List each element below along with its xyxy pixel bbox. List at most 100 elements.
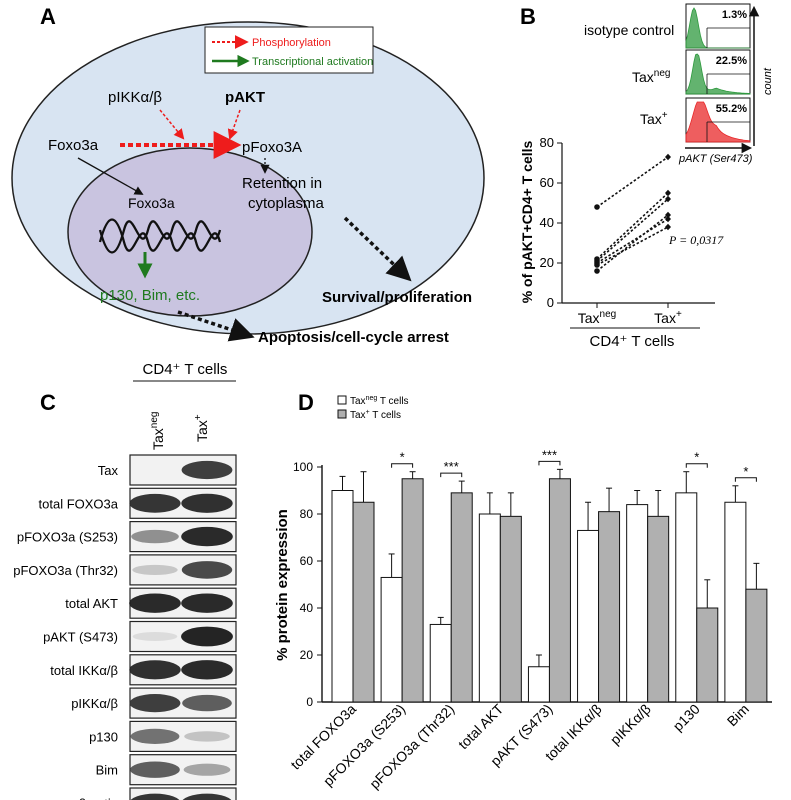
bar-taxneg	[527, 666, 550, 703]
blot-band	[130, 761, 180, 778]
legend-neg-swatch	[337, 395, 347, 405]
hist-pct-1: 22.5%	[716, 55, 747, 67]
bar-y-tick-label: 100	[293, 460, 313, 474]
pikk-arrow	[159, 109, 185, 140]
blot-band	[184, 731, 230, 742]
bar-category-label: pFOXO3a (S253)	[320, 701, 408, 789]
significance-label: *	[694, 450, 699, 465]
blot-band	[182, 694, 232, 712]
bar-y-tick-label: 80	[300, 507, 314, 521]
bar-taxneg	[429, 623, 452, 703]
significance-bracket	[440, 472, 463, 478]
point-taxpos-4	[665, 223, 671, 231]
blot-row-label: pAKT (S473)	[43, 630, 118, 645]
legend-pos-swatch	[337, 409, 347, 419]
panel-d: D Taxneg T cells Tax+ T cells 0204060801…	[274, 390, 772, 792]
blot-row-label: pFOXO3a (Thr32)	[13, 563, 118, 578]
point-taxpos-3	[665, 215, 671, 223]
blot-band	[130, 793, 180, 800]
panel-d-letter: D	[298, 390, 314, 415]
scatter-y-tick-label: 0	[547, 295, 554, 310]
bar-taxpos	[598, 511, 621, 703]
bar-taxpos	[647, 515, 670, 703]
significance-bracket	[734, 477, 757, 482]
hist-label-taxneg: Taxneg	[632, 68, 670, 85]
hist-pct-2: 55.2%	[716, 103, 747, 115]
significance-bracket	[538, 460, 561, 466]
blot-band	[181, 561, 233, 579]
bar-y-tick-label: 40	[300, 601, 314, 615]
bar-taxpos	[401, 478, 424, 703]
bar-taxneg	[675, 492, 698, 703]
apoptosis-label: Apoptosis/cell-cycle arrest	[258, 329, 449, 346]
hist-curve-1	[685, 53, 751, 95]
blot-row-label: total AKT	[65, 596, 118, 611]
bar-category-label: total AKT	[455, 700, 507, 752]
hist-curve-0	[685, 7, 750, 49]
bar-category-label: Bim	[724, 701, 752, 729]
panel-c-letter: C	[40, 390, 56, 415]
bar-taxpos	[450, 492, 473, 703]
blot-row-label: Bim	[96, 763, 118, 778]
panel-b-letter: B	[520, 4, 536, 29]
bar-taxpos	[745, 588, 768, 703]
hist-curve-2	[685, 101, 751, 143]
survival-arrow	[343, 216, 412, 282]
apoptosis-arrow	[177, 310, 255, 342]
hist-pct-0: 1.3%	[722, 9, 747, 21]
hist-label-taxpos: Tax+	[640, 110, 668, 127]
nucleus	[67, 147, 313, 317]
bar-category-label: p130	[670, 701, 703, 734]
blot-row-label: Tax	[98, 463, 119, 478]
phospho-legend-label: Phosphorylation	[252, 37, 331, 49]
dna-helix-icon	[98, 218, 222, 254]
bar-taxneg	[626, 504, 649, 703]
blot-row-label: p130	[89, 729, 118, 744]
retention-label-line1: Retention in	[242, 175, 322, 192]
targets-label: p130, Bim, etc.	[100, 287, 200, 304]
scatter-y-tick-label: 80	[540, 135, 554, 150]
point-taxpos-2	[665, 195, 671, 203]
pakt-label: pAKT	[225, 89, 265, 106]
blot-band	[181, 660, 233, 680]
blot-band	[182, 793, 232, 800]
blot-band	[132, 564, 178, 575]
pair-line-1	[596, 192, 669, 260]
bar-taxneg	[577, 529, 600, 703]
blot-band	[181, 626, 233, 647]
mechanism-legend	[204, 26, 374, 74]
scatter-x-label-taxpos: Tax+	[654, 309, 682, 326]
significance-label: ***	[444, 459, 459, 474]
foxo3a-label: Foxo3a	[48, 137, 99, 154]
blot-row-label: total FOXO3a	[39, 496, 119, 511]
panel-a: A Phosphorylation Transcriptional activa…	[11, 4, 485, 346]
bar-taxpos	[352, 501, 375, 703]
blot-band	[132, 632, 178, 641]
blot-band	[129, 593, 181, 613]
blot-row-label: pIKKα/β	[71, 696, 118, 711]
legend-neg-label: Taxneg T cells	[350, 395, 409, 407]
bar-taxneg	[380, 576, 403, 703]
hist-label-iso: isotype control	[584, 22, 674, 38]
hist-y-label: count	[762, 67, 774, 95]
point-taxneg-5	[594, 268, 600, 274]
bar-taxpos	[696, 607, 719, 703]
blot-row-label: total IKKα/β	[50, 663, 118, 678]
blot-band	[181, 593, 233, 613]
bar-taxneg	[331, 490, 354, 703]
bar-y-label: % protein expression	[274, 509, 291, 661]
flow-histograms: 1.3% 22.5% 55.2%	[685, 3, 751, 143]
survival-label: Survival/proliferation	[322, 289, 472, 306]
scatter-y-tick-label: 60	[540, 175, 554, 190]
bar-y-tick-label: 20	[300, 648, 314, 662]
bar-taxneg	[478, 513, 501, 703]
pair-line-3	[596, 218, 669, 264]
hist-x-label: pAKT (Ser473)	[678, 153, 753, 165]
bar-category-label: pIKKα/β	[607, 701, 654, 748]
point-taxneg-4	[594, 262, 600, 268]
panel-a-letter: A	[40, 4, 56, 29]
bar-y-tick-label: 60	[300, 554, 314, 568]
